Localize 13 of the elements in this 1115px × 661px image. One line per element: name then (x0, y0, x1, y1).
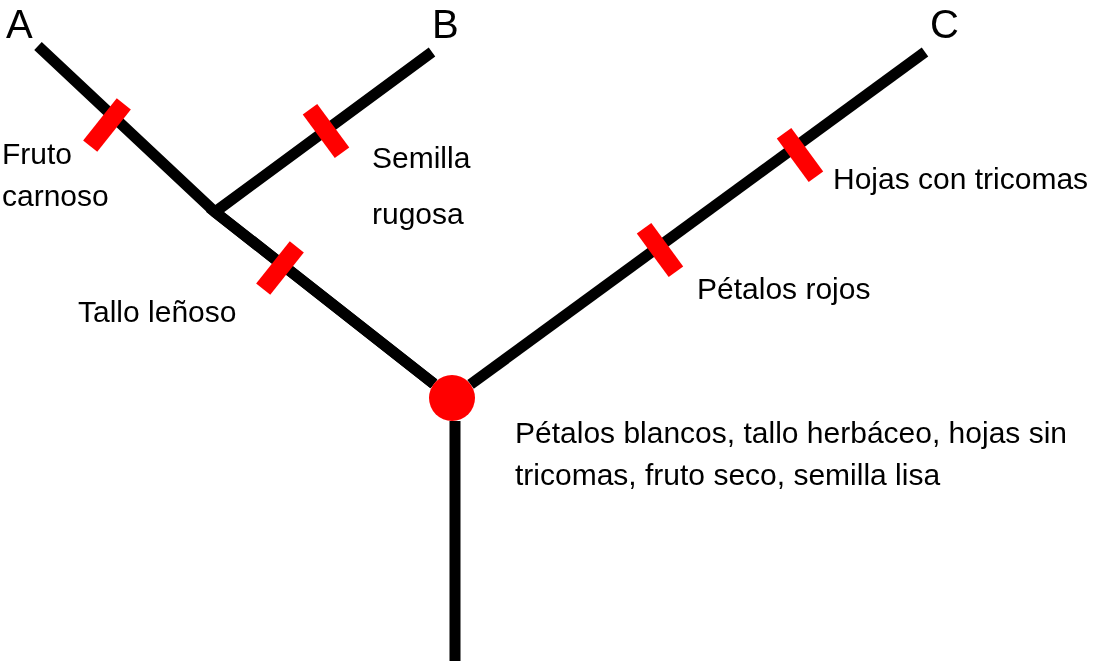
branch-line (34, 42, 438, 389)
trait-label: Tallo leñoso (78, 294, 238, 330)
ancestor-node (429, 375, 475, 421)
taxon-label: C (930, 2, 959, 46)
ancestral-traits-text: Pétalos blancos, tallo herbáceo, hojas sin tricomas, fruto seco, semilla lisa (515, 415, 1068, 493)
trait-label: Semilla rugosa (372, 140, 472, 232)
trait-label: Pétalos rojos (697, 271, 872, 307)
trait-label: Fruto carnoso (2, 136, 110, 214)
taxon-label: A (6, 2, 33, 46)
trait-label: Hojas con tricomas (833, 161, 1090, 197)
taxon-label: B (432, 2, 459, 46)
branch-line (467, 47, 929, 389)
branch-line (449, 421, 461, 661)
